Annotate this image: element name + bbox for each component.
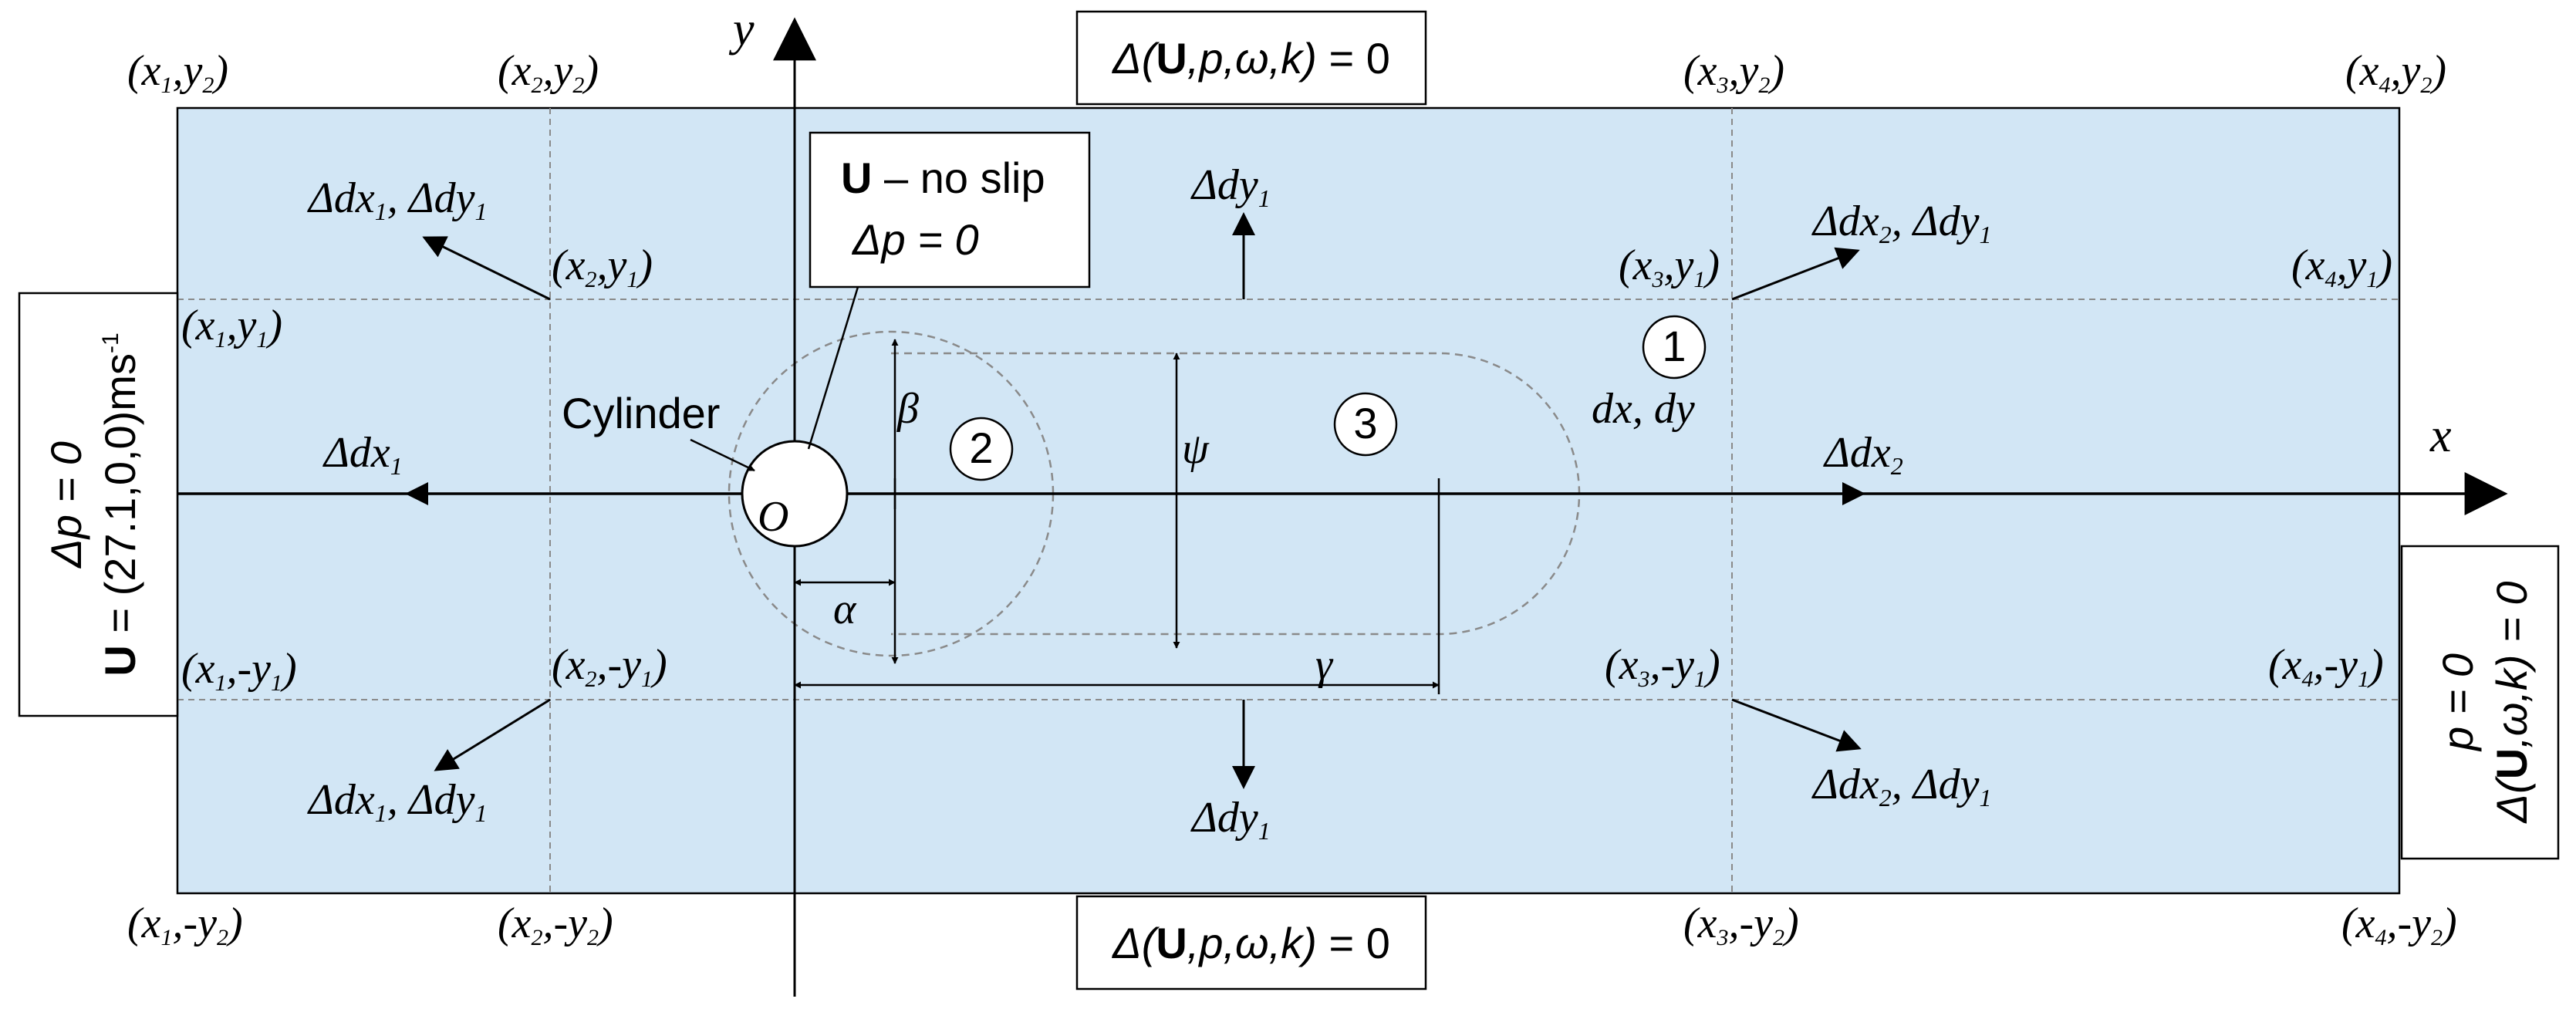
zone-2-number: 2 [969, 424, 993, 472]
arrow-lower-right [1731, 698, 1862, 752]
spacing-arrows [405, 212, 1865, 789]
coord-x4-neg-y2: (x4,-y2) [2341, 899, 2457, 950]
label-dx2-dy1-lower-right: Δdx2, Δdy1 [1811, 761, 1991, 812]
label-dx1-dy1-lower-left: Δdx1, Δdy1 [307, 776, 487, 827]
zone-2-marker [949, 417, 1014, 481]
coord-x4-neg-y1: (x4,-y1) [2268, 641, 2384, 692]
outlet-bc-text-group: p = 0 Δ(U,ω,k) = 0 [2433, 581, 2536, 824]
dimensions [794, 339, 1440, 694]
outlet-bc-box [2400, 545, 2560, 860]
bottom-bc-box [1075, 895, 1427, 990]
cylinder-dp-text: Δp = 0 [851, 215, 979, 264]
zone-1-number: 1 [1662, 322, 1686, 370]
cylinder-noslip-text: U – no slip [841, 154, 1045, 202]
coord-x4-y1: (x4,y1) [2291, 241, 2392, 292]
zone-markers: 1 2 3 [949, 315, 1707, 481]
coord-x1-neg-y2: (x1,-y2) [127, 899, 243, 950]
arrow-upper-left [422, 236, 551, 301]
zone-3-marker [1333, 392, 1398, 457]
coord-x1-y2: (x1,y2) [127, 47, 228, 98]
zone-1-marker [1642, 315, 1707, 380]
label-dy1-top: Δdy1 [1190, 161, 1271, 212]
label-dx2: Δdx2 [1823, 429, 1903, 480]
label-dx2-dy1-upper-right: Δdx2, Δdy1 [1811, 197, 1991, 248]
outlet-p-text: p = 0 [2433, 653, 2482, 752]
top-bc-text: Δ(U,p,ω,k) = 0 [1111, 34, 1390, 83]
top-bc-box [1075, 10, 1427, 106]
psi-label: ψ [1182, 425, 1210, 473]
alpha-label: α [833, 585, 857, 633]
cylinder-label-arrow [690, 438, 755, 472]
zone-3-number: 3 [1353, 399, 1377, 447]
cylinder [741, 440, 849, 548]
arrow-upper-right [1731, 247, 1860, 301]
y-axis-label: y [728, 3, 755, 56]
label-dx1: Δdx1 [322, 429, 403, 480]
gamma-label: γ [1315, 641, 1334, 689]
coord-x3-y2: (x3,y2) [1683, 47, 1784, 98]
beta-label: β [896, 385, 919, 433]
outlet-gradient-text: Δ(U,ω,k) = 0 [2487, 581, 2536, 824]
coord-x2-neg-y2: (x2,-y2) [498, 899, 613, 950]
computational-domain [176, 106, 2401, 895]
label-dy1-bottom: Δdy1 [1190, 794, 1271, 845]
inlet-velocity-text: U = (27.1,0,0)ms-1 [96, 332, 144, 676]
inlet-bc-box [18, 292, 179, 717]
base-spacing-label: dx, dy [1592, 385, 1695, 433]
inlet-dp-text: Δp = 0 [42, 441, 90, 569]
x-axis-label: x [2429, 410, 2452, 462]
cylinder-bc-leader [807, 286, 859, 450]
coord-x2-y2: (x2,y2) [498, 47, 599, 98]
cylinder-label: Cylinder [562, 389, 720, 437]
coord-x1-y1: (x1,y1) [181, 302, 282, 353]
origin-label: O [758, 493, 788, 541]
label-dx1-dy1-upper-left: Δdx1, Δdy1 [307, 174, 487, 225]
cylinder-bc-box [809, 131, 1091, 289]
coord-x3-neg-y2: (x3,-y2) [1683, 899, 1799, 950]
bottom-bc-text: Δ(U,p,ω,k) = 0 [1111, 919, 1390, 967]
arrow-lower-left [434, 698, 551, 771]
coord-x4-y2: (x4,y2) [2345, 47, 2446, 98]
inlet-bc-text-group: Δp = 0 U = (27.1,0,0)ms-1 [42, 332, 144, 676]
coordinate-labels: (x1,y2) (x2,y2) (x3,y2) (x4,y2) (x2,y1) … [127, 47, 2457, 950]
